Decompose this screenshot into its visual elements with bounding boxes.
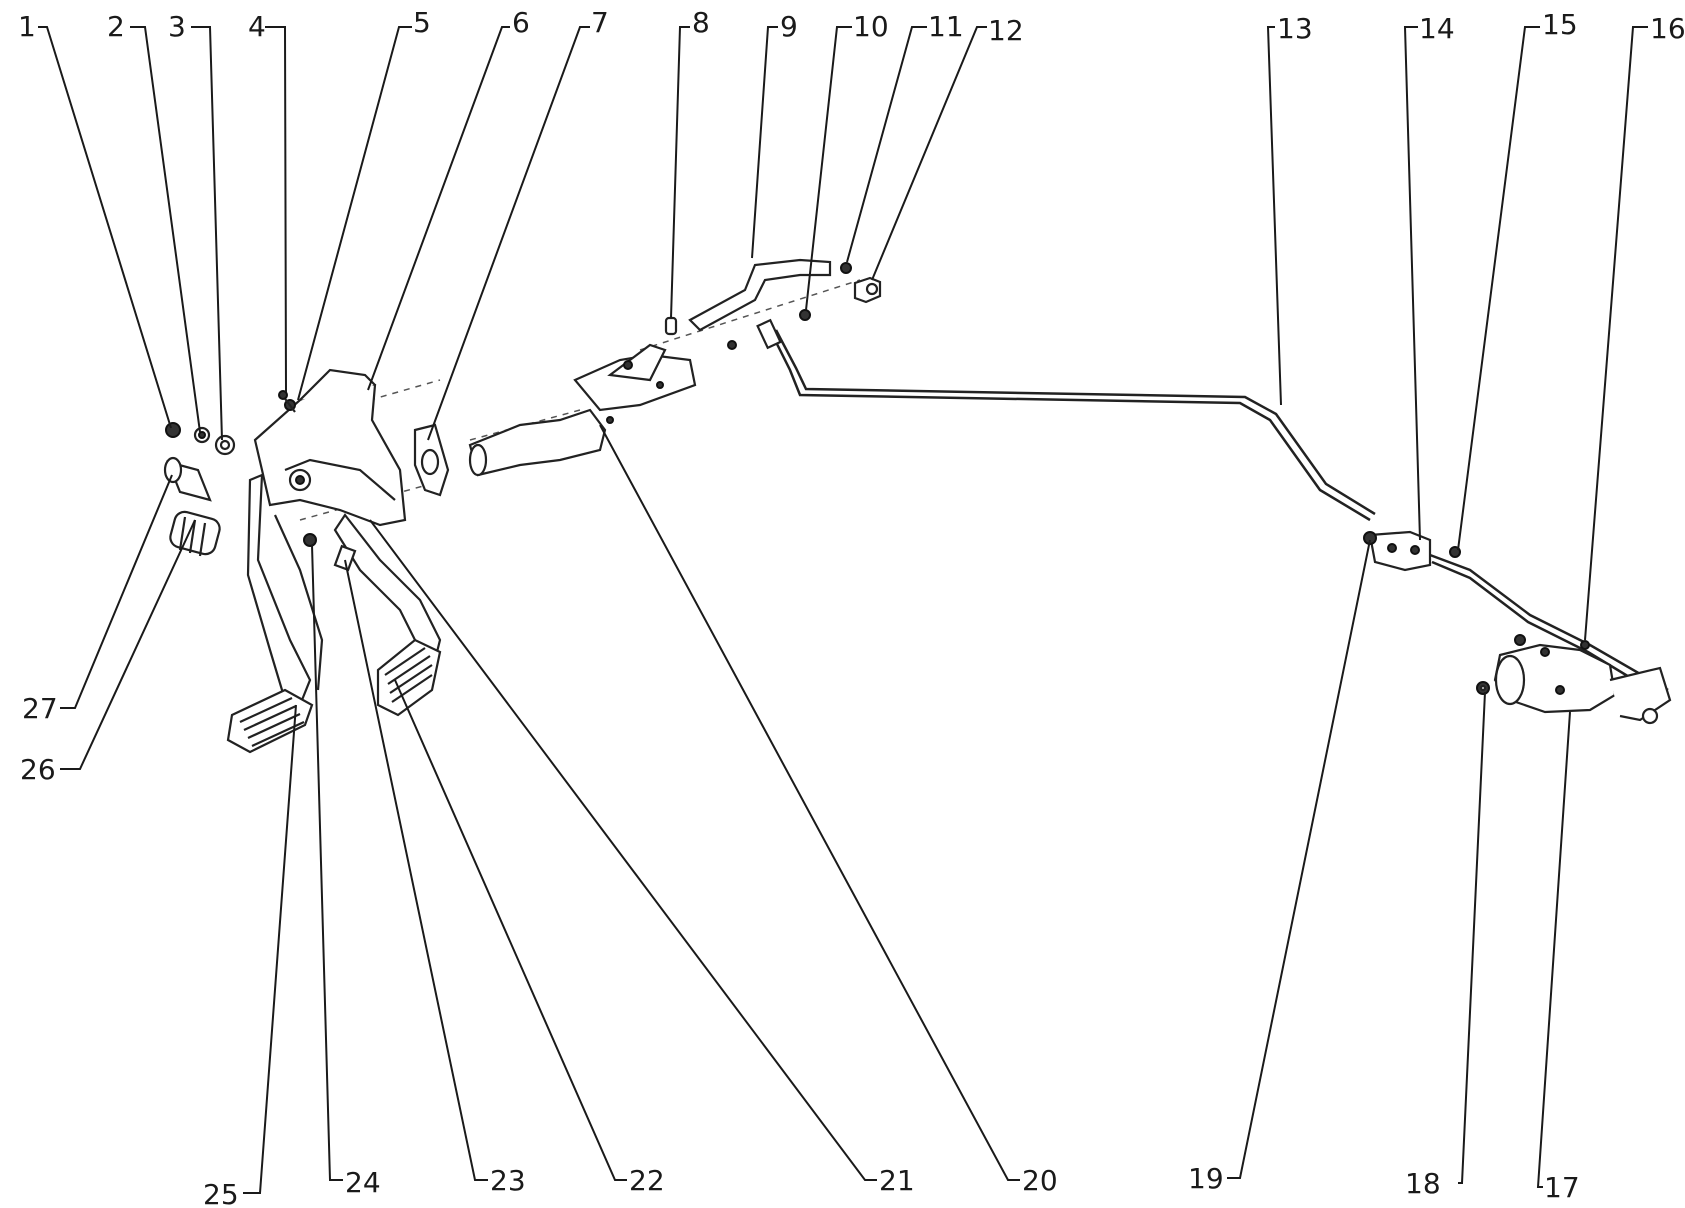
callout-13: 13 bbox=[1277, 12, 1313, 45]
callout-23: 23 bbox=[490, 1164, 526, 1197]
callout-3: 3 bbox=[168, 10, 186, 43]
clutch-master-cylinder bbox=[468, 343, 697, 477]
callout-26: 26 bbox=[20, 753, 56, 786]
clamp-10 bbox=[799, 309, 811, 321]
slave-cylinder-17 bbox=[1493, 634, 1672, 725]
mounting-plate-7 bbox=[413, 423, 450, 497]
clamp-8 bbox=[664, 316, 678, 336]
bushing-27 bbox=[163, 456, 212, 502]
callout-labels: 1 2 3 4 5 6 7 8 9 10 11 12 13 14 15 16 1… bbox=[18, 6, 1685, 1208]
hose-16 bbox=[1429, 553, 1669, 700]
pin-22 bbox=[333, 544, 357, 572]
callout-17: 17 bbox=[1544, 1171, 1580, 1204]
clutch-pedal-pad-25 bbox=[226, 688, 314, 754]
reservoir-hose-9 bbox=[688, 258, 832, 332]
callout-18: 18 bbox=[1405, 1167, 1441, 1200]
pedal-bracket bbox=[253, 368, 407, 527]
spring-3 bbox=[214, 434, 236, 456]
callout-7: 7 bbox=[591, 6, 609, 39]
washer-2 bbox=[193, 426, 211, 444]
callout-16: 16 bbox=[1650, 12, 1685, 45]
callout-19: 19 bbox=[1188, 1162, 1224, 1195]
callout-1: 1 bbox=[18, 10, 36, 43]
cap-12 bbox=[853, 276, 882, 304]
line-bracket-14 bbox=[1368, 530, 1432, 572]
small-oring bbox=[727, 340, 737, 350]
clip-24 bbox=[303, 533, 317, 547]
parts-drawing bbox=[163, 258, 1672, 754]
callout-15: 15 bbox=[1542, 8, 1578, 41]
bolt-4 bbox=[278, 390, 296, 413]
seal-11 bbox=[840, 262, 852, 274]
callout-24: 24 bbox=[345, 1166, 381, 1199]
bolt-18 bbox=[1476, 681, 1490, 695]
callout-20: 20 bbox=[1022, 1164, 1058, 1197]
bushing-26 bbox=[169, 510, 221, 557]
callout-8: 8 bbox=[692, 6, 710, 39]
callout-22: 22 bbox=[629, 1164, 665, 1197]
callout-21: 21 bbox=[879, 1164, 915, 1197]
brake-pedal-pad-23 bbox=[376, 638, 442, 717]
callout-2: 2 bbox=[107, 10, 125, 43]
callout-4: 4 bbox=[248, 10, 266, 43]
callout-11: 11 bbox=[928, 10, 964, 43]
nut-1 bbox=[165, 422, 181, 438]
leader-lines bbox=[38, 26, 1648, 1194]
callout-27: 27 bbox=[22, 692, 58, 725]
callout-12: 12 bbox=[988, 14, 1024, 47]
callout-14: 14 bbox=[1419, 12, 1455, 45]
callout-25: 25 bbox=[203, 1178, 239, 1208]
hydraulic-line-13 bbox=[756, 318, 1376, 522]
callout-10: 10 bbox=[853, 10, 889, 43]
callout-5: 5 bbox=[413, 6, 431, 39]
clutch-pedal-arm bbox=[246, 473, 324, 707]
callout-6: 6 bbox=[512, 6, 530, 39]
callout-9: 9 bbox=[780, 10, 798, 43]
